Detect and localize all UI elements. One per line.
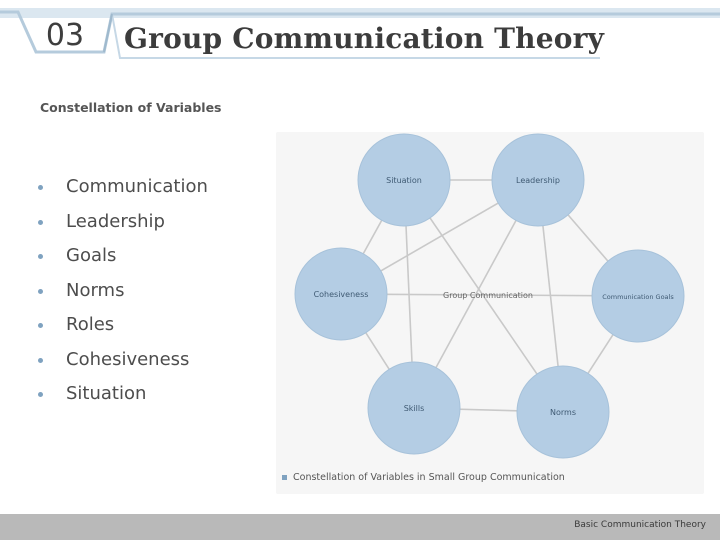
bullet-icon — [38, 392, 43, 397]
list-item: Roles — [38, 310, 208, 345]
edge — [340, 293, 639, 297]
edge — [403, 179, 564, 413]
list-item: Communication — [38, 172, 208, 207]
node-situation — [357, 133, 451, 227]
caption-text: Constellation of Variables in Small Grou… — [293, 472, 565, 483]
node-label-skills: Skills — [404, 404, 425, 413]
diagram-caption: Constellation of Variables in Small Grou… — [282, 472, 565, 483]
bullet-icon — [38, 323, 43, 328]
diagram-labels: Situation Leadership Cohesiveness Commun… — [314, 176, 675, 417]
node-label-norms: Norms — [550, 408, 576, 417]
header-decoration — [0, 8, 720, 59]
node-label-situation: Situation — [386, 176, 422, 185]
node-label-communication-goals: Communication Goals — [602, 293, 674, 301]
node-communication-goals — [591, 249, 685, 343]
node-norms — [516, 365, 610, 459]
node-skills — [367, 361, 461, 455]
bullet-icon — [38, 254, 43, 259]
list-item: Situation — [38, 379, 208, 414]
node-label-cohesiveness: Cohesiveness — [314, 290, 369, 299]
list-item: Leadership — [38, 207, 208, 242]
variables-list: Communication Leadership Goals Norms Rol… — [38, 172, 208, 414]
list-item: Norms — [38, 276, 208, 311]
list-item-label: Goals — [66, 245, 117, 266]
node-leadership — [491, 133, 585, 227]
diagram-canvas: Situation Leadership Cohesiveness Commun… — [294, 133, 685, 459]
bullet-icon — [38, 219, 43, 225]
node-cohesiveness — [294, 247, 388, 341]
header-band — [0, 0, 720, 66]
slide-number: 03 — [45, 18, 85, 53]
bullet-icon — [38, 288, 43, 294]
bullet-icon — [38, 357, 43, 363]
list-item-label: Norms — [66, 279, 125, 301]
list-item-label: Communication — [66, 176, 208, 197]
slide-title: Group Communication Theory — [124, 22, 605, 55]
list-item-label: Situation — [66, 383, 147, 404]
footer-text: Basic Communication Theory — [574, 520, 706, 530]
list-item: Cohesiveness — [38, 345, 208, 380]
list-item: Goals — [38, 241, 208, 276]
node-label-leadership: Leadership — [516, 176, 560, 185]
list-item-label: Roles — [66, 314, 115, 335]
variables-diagram: Situation Leadership Cohesiveness Commun… — [276, 132, 704, 494]
diagram-nodes — [294, 133, 685, 459]
caption-bullet-icon — [282, 475, 287, 480]
bullet-icon — [38, 185, 43, 190]
section-subtitle: Constellation of Variables — [40, 100, 222, 115]
list-item-label: Cohesiveness — [66, 348, 190, 370]
center-label: Group Communication — [443, 291, 533, 300]
list-item-label: Leadership — [66, 210, 165, 232]
footer-bar: Basic Communication Theory — [0, 514, 720, 540]
